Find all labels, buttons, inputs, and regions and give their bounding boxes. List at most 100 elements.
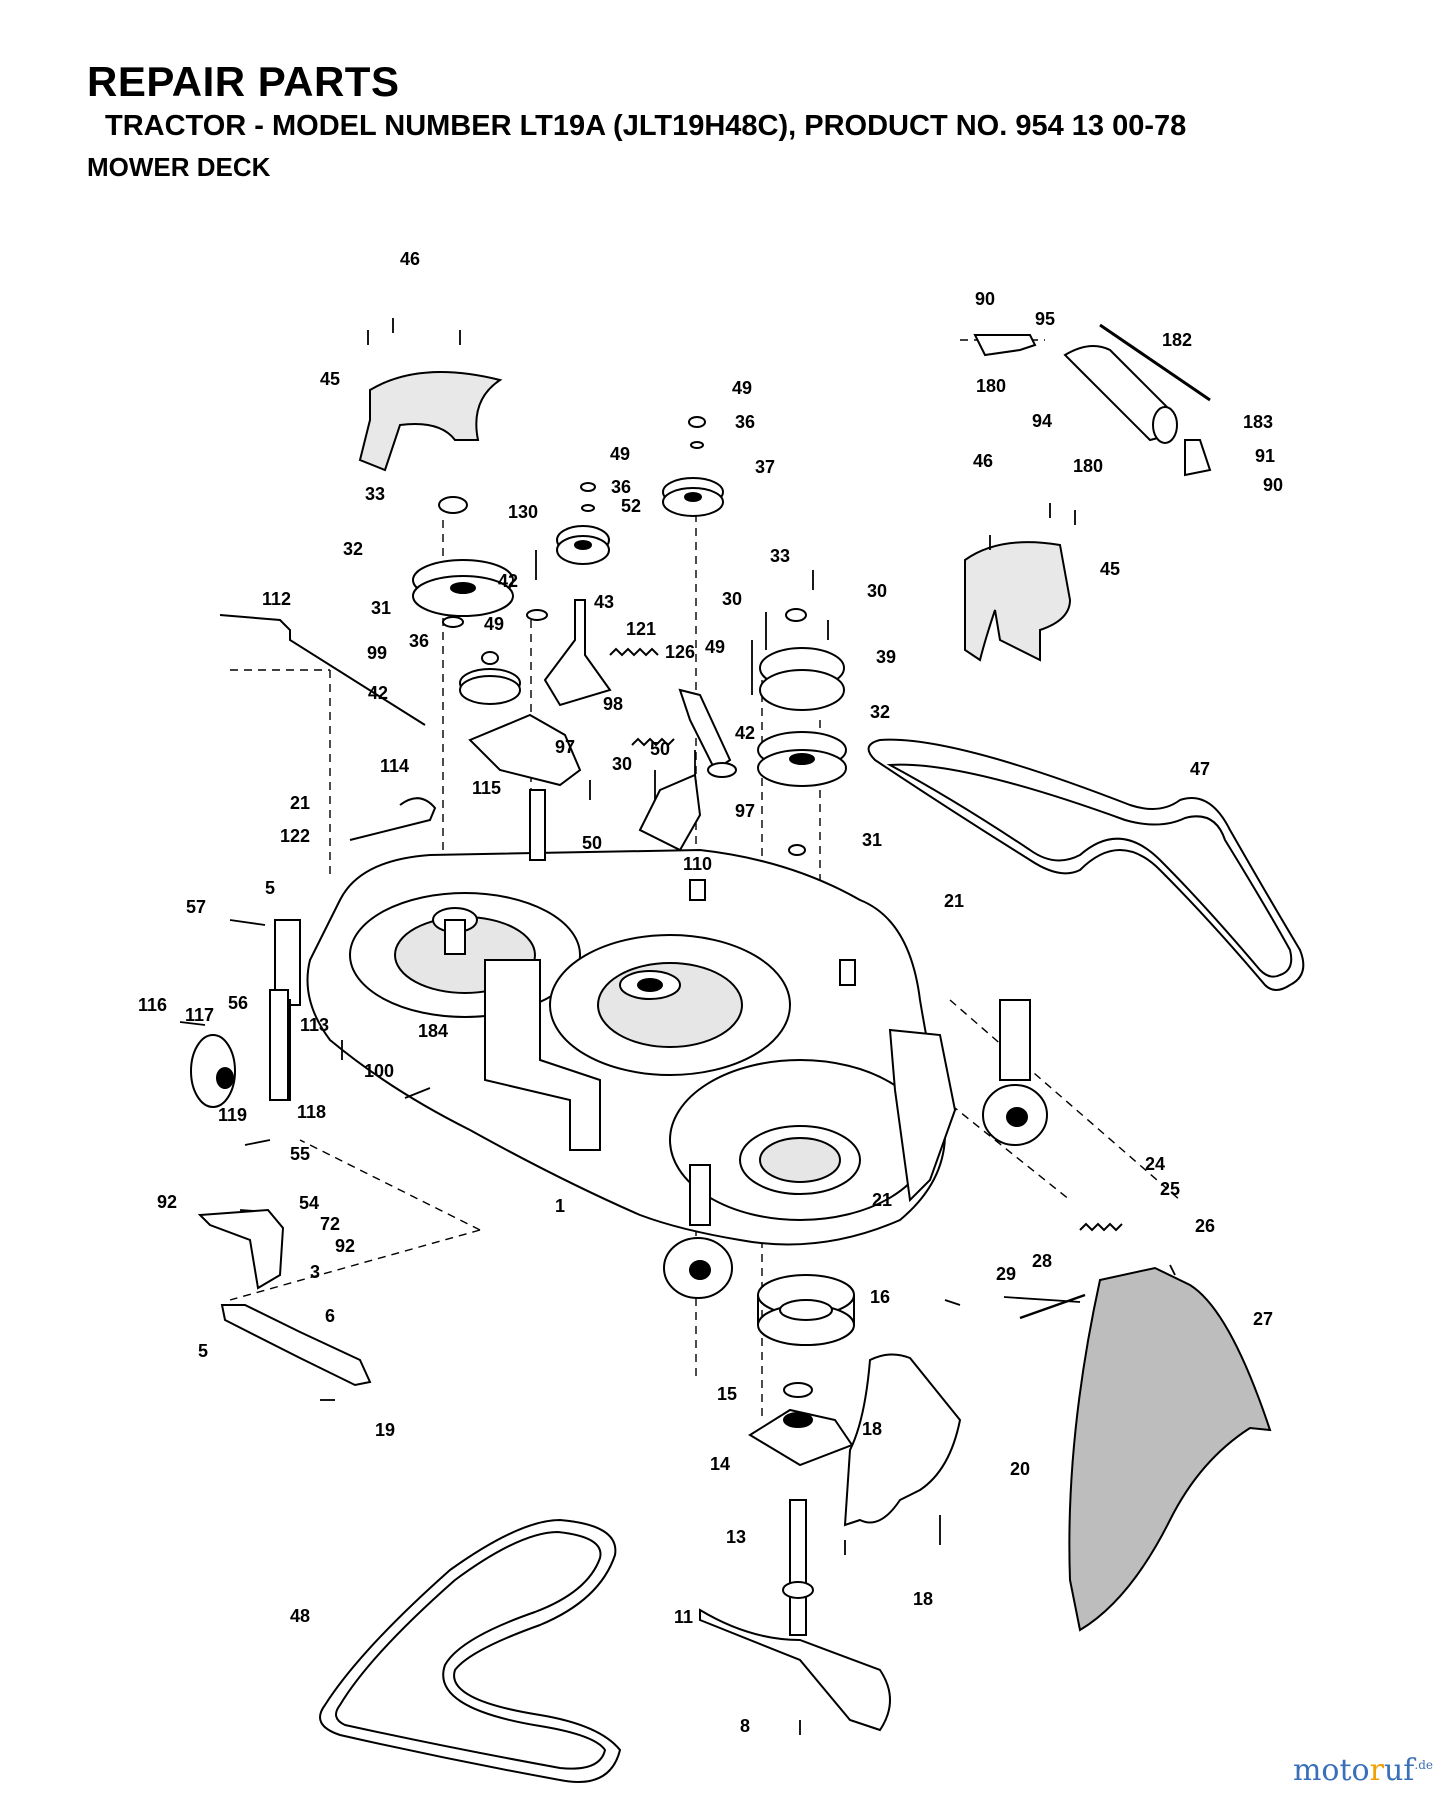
callout-21: 21 bbox=[290, 793, 310, 813]
belt-shield-left bbox=[358, 371, 503, 472]
watermark-part2: r bbox=[1369, 1753, 1384, 1788]
callout-49d: 49 bbox=[732, 378, 752, 398]
mower-deck bbox=[274, 789, 1031, 1246]
callout-72: 72 bbox=[320, 1214, 340, 1234]
callout-31: 31 bbox=[371, 598, 391, 618]
callout-19: 19 bbox=[375, 1420, 395, 1440]
bracket-126 bbox=[678, 688, 732, 772]
callout-180b: 180 bbox=[1073, 456, 1103, 476]
callout-5: 5 bbox=[265, 878, 275, 898]
callout-16: 16 bbox=[870, 1287, 890, 1307]
spring-98 bbox=[631, 737, 675, 747]
callout-54: 54 bbox=[299, 1193, 319, 1213]
callout-labels: 46 45 33 32 31 36 49 99 112 42 114 21 12… bbox=[138, 249, 1283, 1736]
callout-46b: 46 bbox=[973, 451, 993, 471]
callout-98: 98 bbox=[603, 694, 623, 714]
spring-121 bbox=[609, 647, 659, 657]
callout-94: 94 bbox=[1032, 411, 1052, 431]
callout-115: 115 bbox=[472, 778, 501, 798]
bracket-110 bbox=[638, 773, 702, 852]
callout-90: 90 bbox=[975, 289, 995, 309]
callout-33: 33 bbox=[365, 484, 385, 504]
callout-126: 126 bbox=[665, 642, 695, 662]
callout-55: 55 bbox=[290, 1144, 310, 1164]
callout-26: 26 bbox=[1195, 1216, 1215, 1236]
callout-57: 57 bbox=[186, 897, 206, 917]
callout-130: 130 bbox=[508, 502, 538, 522]
callout-32: 32 bbox=[343, 539, 363, 559]
callout-25: 25 bbox=[1160, 1179, 1180, 1199]
baffle-20 bbox=[843, 1353, 962, 1527]
callout-42b: 42 bbox=[498, 571, 518, 591]
callout-13: 13 bbox=[726, 1527, 746, 1547]
bracket-114 bbox=[349, 797, 437, 841]
callout-56: 56 bbox=[228, 993, 248, 1013]
link-rod-6 bbox=[220, 1304, 372, 1387]
callout-30c: 30 bbox=[867, 581, 887, 601]
belt-48-inner bbox=[335, 1530, 607, 1770]
callout-18b: 18 bbox=[913, 1589, 933, 1609]
callout-112: 112 bbox=[262, 589, 291, 609]
callout-21c: 21 bbox=[872, 1190, 892, 1210]
spring-25 bbox=[1079, 1222, 1123, 1232]
grass-bag-27 bbox=[1068, 1266, 1272, 1632]
front-bracket bbox=[197, 1208, 285, 1290]
callout-29: 29 bbox=[996, 1264, 1016, 1284]
belt-47 bbox=[867, 738, 1305, 991]
callout-92b: 92 bbox=[335, 1236, 355, 1256]
callout-184: 184 bbox=[418, 1021, 448, 1041]
idler-bracket bbox=[468, 713, 582, 787]
callout-97: 97 bbox=[555, 737, 575, 757]
callout-50: 50 bbox=[582, 833, 602, 853]
callout-92: 92 bbox=[157, 1192, 177, 1212]
callout-180: 180 bbox=[976, 376, 1006, 396]
callout-110: 110 bbox=[683, 854, 712, 874]
callout-118: 118 bbox=[297, 1102, 326, 1122]
callout-30b: 30 bbox=[722, 589, 742, 609]
callout-95: 95 bbox=[1035, 309, 1055, 329]
callout-20: 20 bbox=[1010, 1459, 1030, 1479]
callout-46: 46 bbox=[400, 249, 420, 269]
callout-32b: 32 bbox=[870, 702, 890, 722]
callout-21b: 21 bbox=[944, 891, 964, 911]
callout-27: 27 bbox=[1253, 1309, 1273, 1329]
callout-31b: 31 bbox=[862, 830, 882, 850]
callout-183: 183 bbox=[1243, 412, 1273, 432]
callout-39: 39 bbox=[876, 647, 896, 667]
callout-36c: 36 bbox=[735, 412, 755, 432]
callout-28: 28 bbox=[1032, 1251, 1052, 1271]
callout-15: 15 bbox=[717, 1384, 737, 1404]
callout-43: 43 bbox=[594, 592, 614, 612]
front-bracket-56 bbox=[269, 989, 289, 1101]
callout-33b: 33 bbox=[770, 546, 790, 566]
callout-36b: 36 bbox=[611, 477, 631, 497]
idler-arm bbox=[543, 599, 612, 707]
callout-99: 99 bbox=[367, 643, 387, 663]
idler-pulleys bbox=[556, 416, 724, 565]
callout-91: 91 bbox=[1255, 446, 1275, 466]
watermark-logo: motoruf.de bbox=[1293, 1753, 1433, 1788]
callout-182: 182 bbox=[1162, 330, 1192, 350]
washer-97 bbox=[707, 762, 737, 778]
watermark-part3: uf bbox=[1383, 1753, 1415, 1788]
callout-24: 24 bbox=[1145, 1154, 1165, 1174]
callout-114: 114 bbox=[380, 756, 409, 776]
callout-119: 119 bbox=[218, 1105, 247, 1125]
model-subtitle: TRACTOR - MODEL NUMBER LT19A (JLT19H48C)… bbox=[105, 110, 1187, 142]
callout-36: 36 bbox=[409, 631, 429, 651]
callout-42c: 42 bbox=[735, 723, 755, 743]
callout-11: 11 bbox=[674, 1607, 693, 1627]
callout-52: 52 bbox=[621, 496, 641, 516]
section-title: MOWER DECK bbox=[87, 152, 271, 182]
callout-18: 18 bbox=[862, 1419, 882, 1439]
callout-42: 42 bbox=[368, 683, 388, 703]
callout-45: 45 bbox=[320, 369, 340, 389]
callout-3: 3 bbox=[310, 1262, 320, 1282]
callout-121: 121 bbox=[626, 619, 656, 639]
callout-37: 37 bbox=[755, 457, 775, 477]
rod-112 bbox=[219, 614, 426, 726]
pulley-stack-left bbox=[412, 496, 548, 705]
callout-45b: 45 bbox=[1100, 559, 1120, 579]
axle-assembly bbox=[973, 323, 1212, 477]
